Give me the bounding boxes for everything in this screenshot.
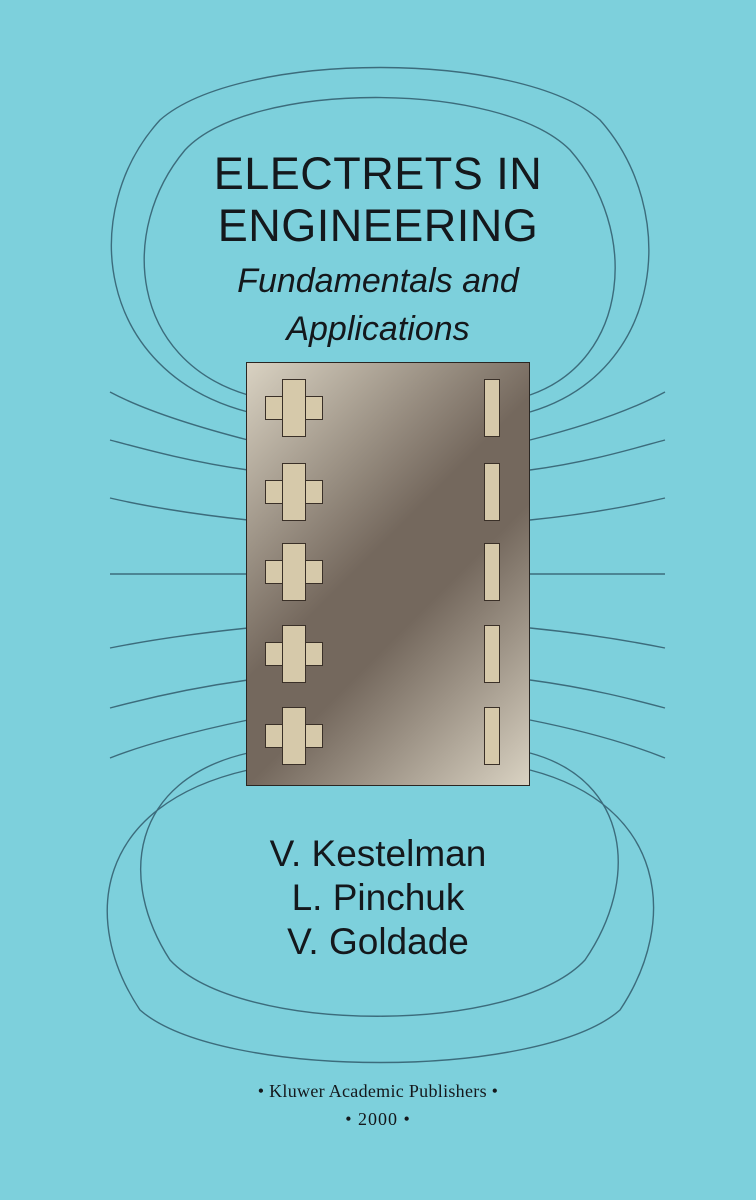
negative-charge-mark (484, 463, 500, 521)
field-line (109, 627, 249, 649)
subtitle-line-2: Applications (286, 310, 470, 348)
negative-charge-mark (484, 625, 500, 683)
field-line (109, 497, 249, 521)
field-line (529, 497, 666, 521)
publisher-name: • Kluwer Academic Publishers • (257, 1081, 499, 1101)
positive-charge-mark (265, 379, 323, 437)
author-2: L. Pinchuk (291, 877, 465, 918)
field-line (109, 439, 249, 471)
positive-charge-mark (265, 463, 323, 521)
title-line-1: ELECTRETS IN (213, 148, 543, 199)
negative-charge-mark (484, 543, 500, 601)
field-line (529, 391, 666, 441)
electret-plate (246, 362, 530, 786)
author-1: V. Kestelman (269, 833, 487, 874)
field-line (110, 66, 650, 413)
field-line (140, 752, 619, 1017)
author-3: V. Goldade (287, 921, 469, 962)
field-line (529, 679, 666, 709)
field-line (529, 627, 666, 649)
positive-charge-mark (265, 543, 323, 601)
field-line (109, 719, 249, 759)
negative-charge-mark (484, 707, 500, 765)
title-line-2: ENGINEERING (217, 200, 539, 251)
field-line (143, 96, 616, 396)
negative-charge-mark (484, 379, 500, 437)
field-line (109, 391, 249, 441)
field-line (529, 719, 666, 759)
positive-charge-mark (265, 707, 323, 765)
positive-charge-mark (265, 625, 323, 683)
field-line (529, 439, 666, 471)
publication-year: • 2000 • (345, 1109, 411, 1129)
field-line (109, 679, 249, 709)
field-line (106, 769, 655, 1064)
subtitle-line-1: Fundamentals and (237, 262, 519, 300)
